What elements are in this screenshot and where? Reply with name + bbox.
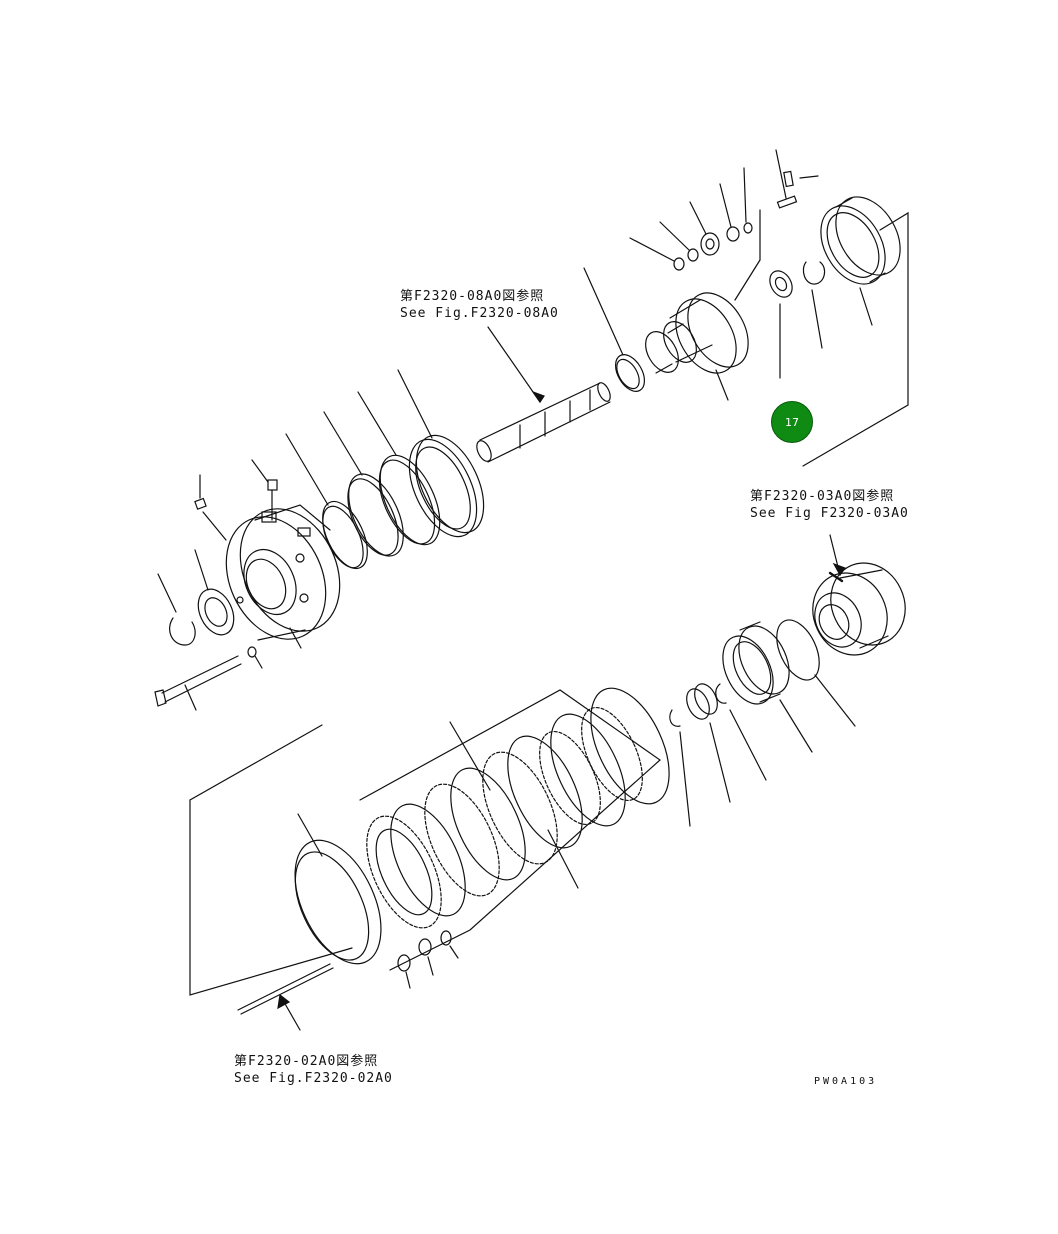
spring-parts <box>397 930 459 989</box>
clutch-pack-bracket <box>359 689 661 971</box>
snap-ring-lower <box>715 683 767 781</box>
reference-line-en: See Fig.F2320-02A0 <box>234 1071 393 1086</box>
o-ring-medium <box>323 411 404 557</box>
reference-line-en: See Fig.F2320-08A0 <box>400 306 559 321</box>
plug-parts <box>194 459 278 541</box>
piston-ring-part <box>397 369 485 538</box>
o-ring-large <box>357 391 441 546</box>
bolt-part <box>154 646 263 711</box>
carrier-hub-part <box>645 209 761 401</box>
bearing-part <box>769 270 793 379</box>
end-plate-part <box>294 813 382 965</box>
bearing-left-part <box>157 549 235 646</box>
reference-label-08a0: 第F2320-08A0図参照 See Fig.F2320-08A0 <box>400 288 559 322</box>
snap-ring-small <box>669 709 691 827</box>
reference-line-jp: 第F2320-02A0図参照 <box>234 1054 379 1069</box>
group-bracket-top <box>802 211 909 467</box>
reference-line-en: See Fig F2320-03A0 <box>750 506 909 521</box>
reference-line-jp: 第F2320-08A0図参照 <box>400 289 545 304</box>
reference-line-jp: 第F2320-03A0図参照 <box>750 489 895 504</box>
shaft-part <box>476 326 611 463</box>
small-washer-parts <box>629 167 753 271</box>
drum-part <box>820 196 901 326</box>
ring-gear-part <box>722 621 813 753</box>
seal-ring-part <box>583 267 646 392</box>
clutch-plate-group <box>366 687 670 929</box>
needle-bearing-part <box>686 683 731 803</box>
o-ring-lower <box>776 619 856 727</box>
housing-part <box>225 504 341 649</box>
rod-part <box>237 963 334 1031</box>
reference-label-03a0: 第F2320-03A0図参照 See Fig F2320-03A0 <box>750 488 909 522</box>
part-callout-17[interactable]: 17 <box>771 401 813 443</box>
reference-label-02a0: 第F2320-02A0図参照 See Fig.F2320-02A0 <box>234 1053 393 1087</box>
drawing-code: PW0A103 <box>814 1076 878 1087</box>
clutch-drum-part <box>812 534 906 656</box>
pin-part <box>775 149 819 209</box>
group-bracket-bottom <box>189 724 353 996</box>
snap-ring-part <box>802 261 826 349</box>
